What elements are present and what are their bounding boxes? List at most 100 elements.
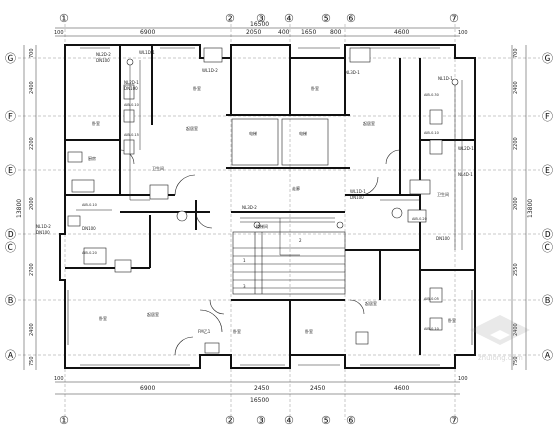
room-label: 起居室 (365, 300, 377, 306)
elevator-shaft-a (231, 118, 279, 166)
elev-tag: AIB-0.10 (424, 327, 439, 331)
room-label: 起居室 (147, 311, 159, 317)
dim-seg: 4600 (394, 385, 409, 392)
axis-label: ① (59, 414, 69, 427)
axis-label: Ⓒ (542, 241, 553, 254)
dim-seg: 2000 (513, 197, 519, 210)
axis-label: Ⓐ (542, 349, 553, 362)
washer-fixture (149, 184, 169, 200)
pipe-tag: NL4D-1 (458, 172, 473, 177)
sink-fixture (67, 151, 83, 163)
elev-tag: AIB-0.05 (424, 297, 439, 301)
pipe-size: DN100 (96, 58, 110, 63)
axis-label: ② (225, 12, 235, 25)
axis-label: Ⓒ (5, 241, 16, 254)
pipe-tag: NL2D-2 (96, 52, 111, 57)
room-label: 卫生间 (437, 191, 449, 197)
watermark-logo: zhulong.com (470, 315, 530, 362)
pipe-size: DN100 (124, 86, 138, 91)
stove-fixture (71, 179, 95, 193)
pipe-tag: NL1D-1 (438, 76, 453, 81)
room-label: 卧室 (193, 85, 201, 91)
pipe-tag: WL1D-2 (202, 68, 218, 73)
dim-seg: 1650 (301, 29, 316, 36)
axis-label: ② (225, 414, 235, 427)
floor-drain (176, 210, 188, 222)
dim-seg: 2050 (246, 29, 261, 36)
axis-label: Ⓕ (542, 110, 553, 123)
dim-seg: 700 (29, 48, 35, 58)
dim-seg: 2400 (513, 81, 519, 94)
pipe-tag: WL1D-1 (350, 189, 366, 194)
axis-label: ⑤ (321, 12, 331, 25)
door-mark: FM乙1 (198, 328, 211, 334)
washer-fixture (409, 179, 431, 195)
pipe-tag: WL2D-1 (458, 146, 474, 151)
axis-label: ⑦ (449, 414, 459, 427)
room-label: 卧室 (233, 328, 241, 334)
axis-label: Ⓑ (5, 294, 16, 307)
dim-edge: 100 (458, 30, 468, 36)
pipe-tag: NL2D-1 (124, 80, 139, 85)
dim-overall: 16500 (250, 397, 269, 404)
dim-seg: 750 (513, 356, 519, 366)
stair-number: 3 (243, 284, 246, 289)
room-label: 卫生间 (152, 165, 164, 171)
dim-seg: 2700 (29, 263, 35, 276)
dim-seg: 2550 (513, 263, 519, 276)
dim-seg: 2200 (29, 137, 35, 150)
axis-label: Ⓓ (542, 228, 553, 241)
dim-seg: 2200 (513, 137, 519, 150)
room-label: 卧室 (311, 85, 319, 91)
door-swings (119, 149, 401, 356)
elev-tag: AIB-0.10 (82, 203, 97, 207)
dim-seg: 2400 (29, 323, 35, 336)
dim-seg: 800 (330, 29, 342, 36)
dim-overall: 16500 (250, 21, 269, 28)
dim-seg: 4600 (394, 29, 409, 36)
dim-seg: 2450 (310, 385, 325, 392)
elev-tag: AIB-0.10 (124, 103, 139, 107)
dim-seg: 2450 (254, 385, 269, 392)
axis-label: Ⓐ (5, 349, 16, 362)
dimensions-bottom: 100 6900 2450 2450 4600 100 16500 (54, 376, 468, 404)
dim-seg: 2400 (29, 81, 35, 94)
dim-seg: 6900 (140, 29, 155, 36)
bath-fixture (83, 247, 107, 265)
axis-label: Ⓓ (5, 228, 16, 241)
axis-label: Ⓕ (5, 110, 16, 123)
axis-label: Ⓔ (542, 164, 553, 177)
pipe-size: DN100 (350, 195, 364, 200)
interior-walls (65, 45, 475, 368)
stair-number: 2 (299, 238, 302, 243)
pipe-size: DN100 (436, 236, 450, 241)
axis-label: ⑦ (449, 12, 459, 25)
floor-drain (391, 207, 403, 219)
dim-seg: 700 (513, 48, 519, 58)
toilet-fixture (429, 109, 443, 125)
elevation-tags: AIB-0.10 AIB-0.20 AIB-0.10 AIB-0.15 AIB-… (82, 93, 439, 331)
axis-label: ③ (256, 12, 266, 25)
riser-symbol (336, 221, 344, 229)
sink-fixture (355, 331, 369, 345)
sink-fixture (114, 259, 132, 273)
dim-overall: 13800 (16, 199, 23, 218)
riser-symbol (126, 58, 134, 66)
elev-tag: AIB-0.20 (82, 251, 97, 255)
elev-tag: AIB-0.15 (124, 133, 139, 137)
toilet-fixture (429, 287, 443, 303)
pipe-tag: NL3D-2 (242, 205, 257, 210)
elev-tag: AIB-0.30 (424, 93, 439, 97)
sink-fixture (429, 317, 443, 331)
room-label: 走廊 (292, 185, 300, 191)
windows (67, 47, 473, 366)
watermark-text: zhulong.com (478, 354, 523, 362)
dim-edge: 100 (458, 376, 468, 382)
fixtures (67, 47, 443, 354)
sink-fixture (204, 342, 220, 354)
ac-fixture (203, 47, 223, 63)
axis-label: ① (59, 12, 69, 25)
dimensions-top: 16500 100 6900 2050 400 1650 800 4600 10… (54, 21, 468, 37)
axis-label: Ⓖ (5, 52, 16, 65)
axis-label: ④ (284, 12, 294, 25)
